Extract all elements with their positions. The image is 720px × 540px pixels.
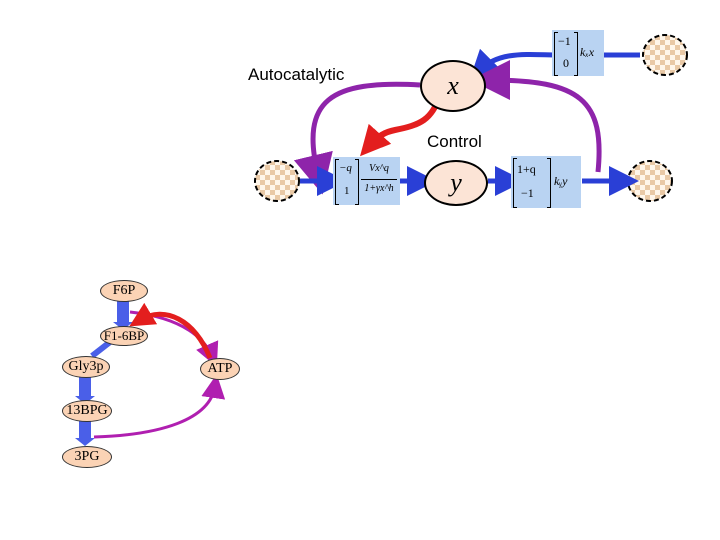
sink-ellipse-right	[627, 160, 673, 202]
matrix-top-right-entry-2: 0	[563, 56, 569, 70]
autocatalytic-label: Autocatalytic	[248, 65, 345, 84]
pathway-node-f6p: F6P	[100, 280, 148, 302]
pathway-node-gly3p-label: Gly3p	[68, 359, 104, 374]
pathway-arrow-gly3p-13bpg	[79, 376, 91, 398]
matrix-top-right-entry-1: −1	[558, 34, 571, 48]
pathway-node-3pg: 3PG	[62, 446, 112, 468]
fraction-bar	[361, 179, 397, 180]
variable-x-label: x	[447, 71, 459, 100]
matrix-top-right: −1 0 kₓx	[552, 30, 604, 76]
pathway-node-f16bp: F1-6BP	[100, 326, 148, 346]
bracket-left	[335, 159, 339, 205]
pathway-node-13bpg: 13BPG	[62, 400, 112, 422]
matrix-top-right-rate: kₓx	[580, 45, 595, 59]
pathway-arrow-13bpg-3pg	[79, 418, 91, 440]
source-ellipse-left	[254, 160, 300, 202]
pathway-red-arrow	[129, 302, 213, 359]
bracket-left	[513, 158, 517, 208]
matrix-right: 1+q −1 kᵧy	[511, 156, 581, 208]
matrix-middle-denominator: 1+γx^h	[364, 183, 394, 194]
matrix-middle-entry-2: 1	[344, 185, 350, 197]
variable-y-label: y	[450, 168, 462, 197]
pathway-arrow-f6p-f16bp	[117, 300, 129, 324]
pathway-node-gly3p: Gly3p	[62, 356, 110, 378]
matrix-middle-entry-1: −q	[339, 162, 352, 174]
control-label: Control	[427, 132, 482, 151]
pathway-node-3pg-label: 3PG	[74, 449, 100, 464]
purple-arrow-right	[470, 60, 602, 173]
variable-x-node: x	[420, 60, 486, 112]
purple-arrow-left	[293, 81, 421, 195]
pathway-magenta-bottom	[93, 374, 226, 439]
matrix-right-entry-1: 1+q	[517, 162, 536, 176]
bracket-right	[547, 158, 551, 208]
pathway-node-f6p-label: F6P	[112, 283, 136, 298]
matrix-right-rate: kᵧy	[554, 174, 568, 188]
red-control-arrow	[360, 94, 443, 157]
bracket-left	[554, 32, 558, 76]
source-ellipse-top-right	[642, 34, 688, 76]
bracket-right	[355, 159, 359, 205]
pathway-node-f16bp-label: F1-6BP	[103, 328, 145, 343]
pathway-node-13bpg-label: 13BPG	[66, 403, 108, 418]
bracket-right	[574, 32, 578, 76]
matrix-middle: −q 1 Vx^q 1+γx^h	[333, 157, 400, 205]
matrix-right-entry-2: −1	[521, 186, 534, 200]
matrix-middle-numerator: Vx^q	[369, 163, 389, 174]
pathway-node-atp: ATP	[200, 358, 240, 380]
variable-y-node: y	[424, 160, 488, 206]
pathway-node-atp-label: ATP	[207, 361, 233, 376]
